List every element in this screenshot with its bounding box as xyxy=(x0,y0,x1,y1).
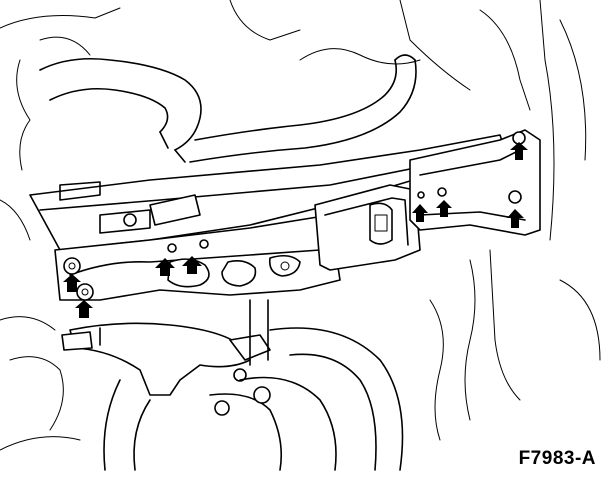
callout-arrow xyxy=(155,258,175,276)
callout-arrow xyxy=(412,204,428,222)
callout-arrows xyxy=(63,142,528,318)
connector-bracket xyxy=(59,181,201,234)
mount-bracket xyxy=(314,129,541,271)
figure-code: F7983-A xyxy=(518,448,596,469)
lower-control-arm xyxy=(61,299,271,396)
brake-rotor xyxy=(103,327,404,471)
callout-arrow xyxy=(510,142,528,160)
callout-arrow xyxy=(63,274,81,292)
upper-hose xyxy=(39,54,417,163)
callout-arrow xyxy=(182,256,202,274)
callout-arrow xyxy=(75,300,93,318)
callout-arrow xyxy=(507,209,524,228)
background-engine-outline xyxy=(0,0,601,451)
callout-arrow xyxy=(436,200,452,217)
